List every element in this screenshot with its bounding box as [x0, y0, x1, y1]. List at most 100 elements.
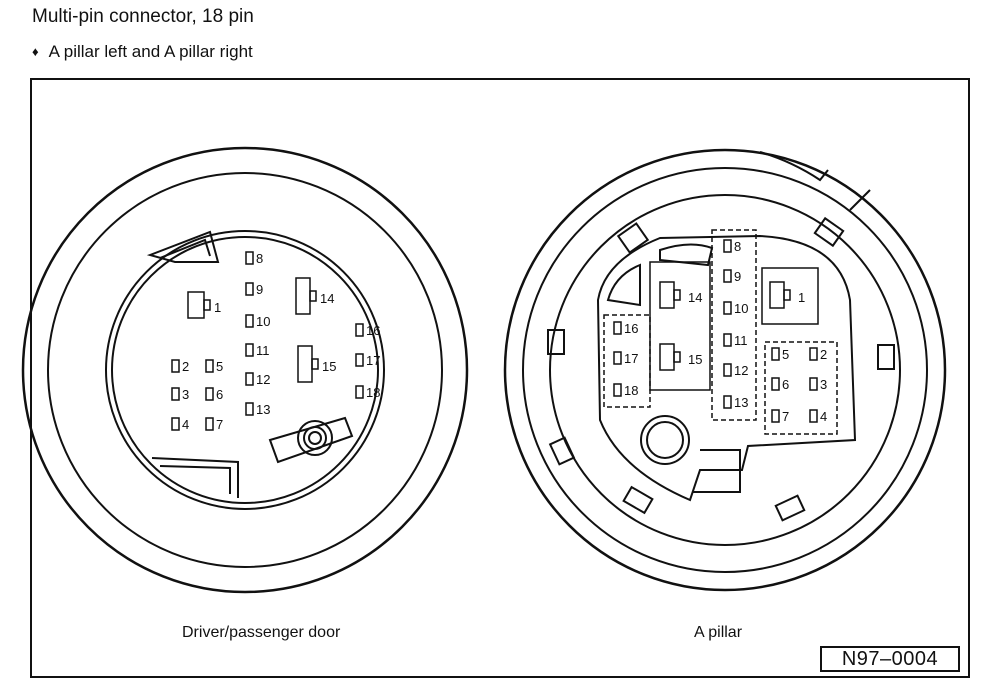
left-pin-7-socket [205, 417, 214, 431]
left-pin-3-socket [171, 387, 180, 401]
left-pin-15-label: 15 [322, 359, 336, 374]
right-pin-5: 5 [771, 347, 789, 362]
right-pin-10: 10 [723, 301, 748, 316]
right-caption: A pillar [694, 624, 743, 641]
left-pin-15-latch [311, 358, 319, 370]
left-pin-4-socket [171, 417, 180, 431]
right-pin-17-label: 17 [624, 351, 638, 366]
right-pin-8-label: 8 [734, 239, 741, 254]
right-pin-8: 8 [723, 239, 741, 254]
left-pin-16: 16 [355, 323, 380, 338]
left-pin-11-socket [245, 343, 254, 357]
right-pin-7: 7 [771, 409, 789, 424]
left-coding-key [268, 416, 354, 464]
right-pin-6-socket [771, 377, 780, 391]
left-pin-18-label: 18 [366, 385, 380, 400]
right-pin-10-socket [723, 301, 732, 315]
left-pin-5-socket [205, 359, 214, 373]
right-pin-10-label: 10 [734, 301, 748, 316]
right-pin-15-socket [659, 343, 675, 371]
left-pin-2: 2 [171, 359, 189, 374]
left-pin-17-socket [355, 353, 364, 367]
right-pin-3-socket [809, 377, 818, 391]
right-pin-1-socket [769, 281, 785, 309]
right-pin-1-latch [783, 289, 791, 301]
right-pin-9-label: 9 [734, 269, 741, 284]
left-pin-8-socket [245, 251, 254, 265]
right-pin-13-socket [723, 395, 732, 409]
page-title: Multi-pin connector, 18 pin [32, 6, 254, 27]
right-pin-3: 3 [809, 377, 827, 392]
right-pin-groups [603, 229, 838, 435]
left-pin-3: 3 [171, 387, 189, 402]
right-pin-11: 11 [723, 333, 748, 348]
left-pin-4-label: 4 [182, 417, 189, 432]
left-pin-9-socket [245, 282, 254, 296]
right-pin-16: 16 [613, 321, 638, 336]
left-pin-13: 13 [245, 402, 270, 417]
left-pin-2-socket [171, 359, 180, 373]
left-pin-16-socket [355, 323, 364, 337]
left-pin-1: 1 [187, 291, 221, 319]
left-pin-8-label: 8 [256, 251, 263, 266]
left-pin-10-label: 10 [256, 314, 270, 329]
right-pin-14-latch [673, 289, 681, 301]
left-pin-6-label: 6 [216, 387, 223, 402]
right-pin-12: 12 [723, 363, 748, 378]
left-pin-6: 6 [205, 387, 223, 402]
right-pin-18: 18 [613, 383, 638, 398]
right-pin-11-label: 11 [734, 333, 748, 348]
left-pin-10: 10 [245, 314, 270, 329]
bullet-line: ♦A pillar left and A pillar right [32, 42, 253, 62]
right-pin-17-socket [613, 351, 622, 365]
left-pin-7: 7 [205, 417, 223, 432]
right-pin-15-latch [673, 351, 681, 363]
right-pin-13-label: 13 [734, 395, 748, 410]
right-pin-5-label: 5 [782, 347, 789, 362]
right-pin-7-label: 7 [782, 409, 789, 424]
left-pin-6-socket [205, 387, 214, 401]
left-pin-13-label: 13 [256, 402, 270, 417]
left-pin-17: 17 [355, 353, 380, 368]
right-pin-4-label: 4 [820, 409, 827, 424]
right-pin-12-label: 12 [734, 363, 748, 378]
left-pin-8: 8 [245, 251, 263, 266]
left-pin-3-label: 3 [182, 387, 189, 402]
left-caption: Driver/passenger door [182, 624, 341, 641]
right-pin-18-socket [613, 383, 622, 397]
reference-number: N97–0004 [820, 646, 960, 672]
right-pin-2: 2 [809, 347, 827, 362]
left-pin-18-socket [355, 385, 364, 399]
right-pin-16-socket [613, 321, 622, 335]
left-pin-1-latch [203, 299, 211, 311]
left-pin-11: 11 [245, 343, 270, 358]
left-pin-12: 12 [245, 372, 270, 387]
left-pin-11-label: 11 [256, 343, 270, 358]
left-pin-10-socket [245, 314, 254, 328]
right-connector-housing [503, 148, 947, 592]
left-pin-15: 15 [297, 345, 336, 383]
right-pin-7-socket [771, 409, 780, 423]
right-pin-14-socket [659, 281, 675, 309]
right-pin-8-socket [723, 239, 732, 253]
diamond-bullet-icon: ♦ [32, 44, 39, 59]
left-pin-14-latch [309, 290, 317, 302]
right-pin-14-label: 14 [688, 290, 702, 305]
right-pin-5-socket [771, 347, 780, 361]
diagram-frame [30, 78, 970, 678]
left-pin-18: 18 [355, 385, 380, 400]
right-pin-1-label: 1 [798, 290, 805, 305]
right-pin-4-socket [809, 409, 818, 423]
left-pin-4: 4 [171, 417, 189, 432]
right-pin-6-label: 6 [782, 377, 789, 392]
right-pin-16-label: 16 [624, 321, 638, 336]
left-pin-12-socket [245, 372, 254, 386]
left-pin-9-label: 9 [256, 282, 263, 297]
right-pin-6: 6 [771, 377, 789, 392]
left-pin-14: 14 [295, 277, 334, 315]
left-pin-9: 9 [245, 282, 263, 297]
right-pin-11-socket [723, 333, 732, 347]
